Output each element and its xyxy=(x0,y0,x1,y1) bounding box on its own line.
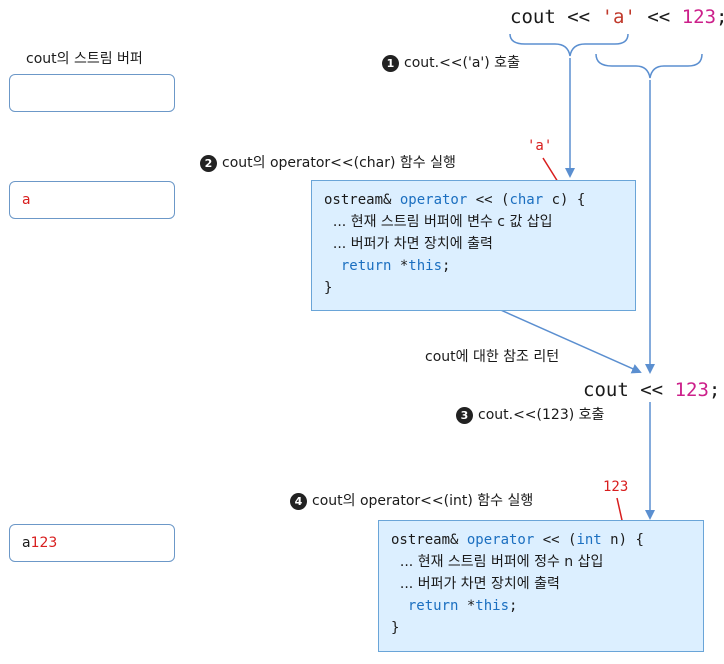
expr-arg-int: 123 xyxy=(681,6,717,28)
code1-line2: ... 현재 스트림 버퍼에 변수 c 값 삽입 xyxy=(324,214,553,230)
step-2-text: cout의 operator<<(char) 함수 실행 xyxy=(222,155,456,171)
code2-line1: ostream& operator << (int n) { xyxy=(391,532,644,548)
expr-obj: cout xyxy=(510,6,556,28)
expr-end: ; xyxy=(716,6,724,28)
return-label: cout에 대한 참조 리턴 xyxy=(425,349,560,365)
code1-line1: ostream& operator << (char c) { xyxy=(324,192,586,208)
expr-op1: << xyxy=(567,6,591,28)
step-3-text: cout.<<(123) 호출 xyxy=(478,407,605,423)
code2-line4: return *this; xyxy=(407,598,518,614)
code1-line4: return *this; xyxy=(340,258,451,274)
stream-buffer-after-char: a xyxy=(9,181,175,219)
step-1-number: 1 xyxy=(382,55,399,72)
code1-line3: ... 버퍼가 차면 장치에 출력 xyxy=(324,236,493,252)
step-1: 1 cout.<<('a') 호출 xyxy=(382,52,520,72)
code2-line2: ... 현재 스트림 버퍼에 정수 n 삽입 xyxy=(391,554,604,570)
code2-line5: } xyxy=(391,620,400,636)
step-2-number: 2 xyxy=(200,155,217,172)
step-4: 4 cout의 operator<<(int) 함수 실행 xyxy=(290,490,533,510)
step-4-text: cout의 operator<<(int) 함수 실행 xyxy=(312,493,534,509)
param-int-label: 123 xyxy=(603,479,629,495)
step-3: 3 cout.<<(123) 호출 xyxy=(456,404,604,424)
code1-line5: } xyxy=(324,280,333,296)
buffer-title: cout의 스트림 버퍼 xyxy=(26,51,143,67)
code2-line3: ... 버퍼가 차면 장치에 출력 xyxy=(391,576,560,592)
stream-buffer-after-int: a123 xyxy=(9,524,175,562)
expr-op2: << xyxy=(647,6,671,28)
buffer-appended: 123 xyxy=(30,535,58,551)
brace-right xyxy=(595,53,703,79)
operator-char-code: ostream& operator << (char c) { ... 현재 스… xyxy=(311,180,636,311)
step-4-number: 4 xyxy=(290,493,307,510)
top-expression: cout << 'a' << 123; xyxy=(510,6,724,28)
mid-expression: cout << 123; xyxy=(583,379,721,401)
stream-buffer-initial xyxy=(9,74,175,112)
operator-int-code: ostream& operator << (int n) { ... 현재 스트… xyxy=(378,520,704,652)
buffer-prefix: a xyxy=(22,535,31,551)
param-char-label: 'a' xyxy=(527,138,553,154)
expr-arg-char: 'a' xyxy=(601,6,636,28)
step-1-text: cout.<<('a') 호출 xyxy=(404,55,520,71)
step-3-number: 3 xyxy=(456,407,473,424)
step-2: 2 cout의 operator<<(char) 함수 실행 xyxy=(200,152,456,172)
brace-left xyxy=(509,33,629,57)
